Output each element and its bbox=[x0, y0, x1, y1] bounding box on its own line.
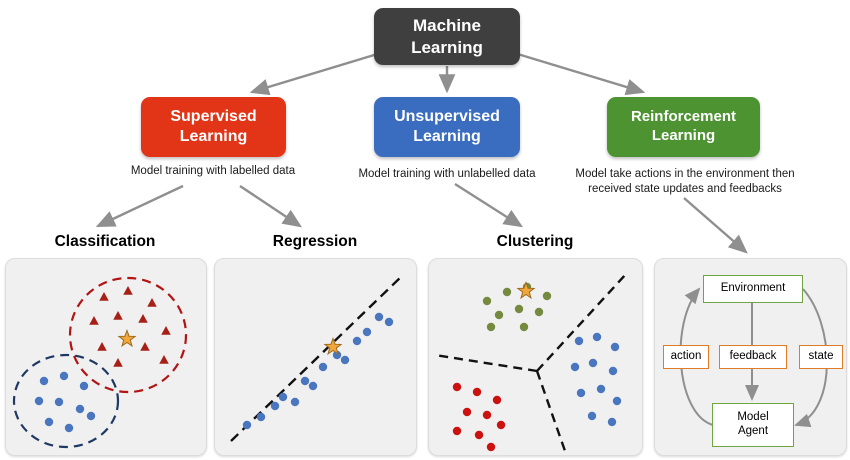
arrow-unsupervised-to-clustering bbox=[454, 182, 524, 228]
node-supervised-label: Supervised Learning bbox=[170, 108, 257, 145]
regression-panel bbox=[214, 258, 417, 456]
rl-environment-box: Environment bbox=[703, 275, 803, 303]
reinforcement-subtitle: Model take actions in the environment th… bbox=[575, 168, 795, 195]
rl-model-agent-box: Model Agent bbox=[712, 403, 794, 447]
unsupervised-subtitle: Model training with unlabelled data bbox=[358, 168, 536, 180]
node-reinforcement-learning: Reinforcement Learning bbox=[607, 97, 760, 157]
clustering-scatter bbox=[434, 272, 628, 452]
node-supervised-learning: Supervised Learning bbox=[141, 97, 286, 157]
node-machine-learning-label: Machine Learning bbox=[411, 16, 483, 57]
node-unsupervised-learning: Unsupervised Learning bbox=[374, 97, 520, 157]
node-reinforcement-label: Reinforcement Learning bbox=[630, 108, 736, 144]
rl-model-agent-label: Model Agent bbox=[737, 411, 769, 437]
supervised-subtitle: Model training with labelled data bbox=[130, 165, 296, 177]
clustering-panel bbox=[428, 258, 643, 456]
arrow-reinforcement-to-panel bbox=[683, 197, 748, 254]
regression-title: Regression bbox=[272, 233, 358, 250]
classification-scatter bbox=[12, 276, 188, 449]
node-machine-learning: Machine Learning bbox=[374, 8, 520, 65]
rl-state-box: state bbox=[799, 345, 843, 369]
rl-feedback-label: feedback bbox=[729, 350, 777, 363]
reinforcement-panel: Environment feedback action state Model … bbox=[654, 258, 847, 456]
rl-feedback-box: feedback bbox=[719, 345, 787, 369]
regression-scatter bbox=[230, 274, 404, 442]
rl-state-label: state bbox=[808, 350, 834, 363]
arrow-supervised-to-classification bbox=[95, 184, 184, 228]
rl-environment-label: Environment bbox=[720, 282, 786, 295]
arrow-root-to-supervised bbox=[249, 50, 385, 96]
node-unsupervised-label: Unsupervised Learning bbox=[394, 108, 500, 145]
clustering-title: Clustering bbox=[496, 233, 574, 250]
arrow-root-to-reinforcement bbox=[510, 50, 646, 96]
classification-title: Classification bbox=[54, 233, 156, 250]
arrow-supervised-to-regression bbox=[239, 185, 302, 228]
rl-action-box: action bbox=[663, 345, 709, 369]
classification-panel bbox=[5, 258, 207, 456]
rl-action-label: action bbox=[670, 350, 702, 363]
